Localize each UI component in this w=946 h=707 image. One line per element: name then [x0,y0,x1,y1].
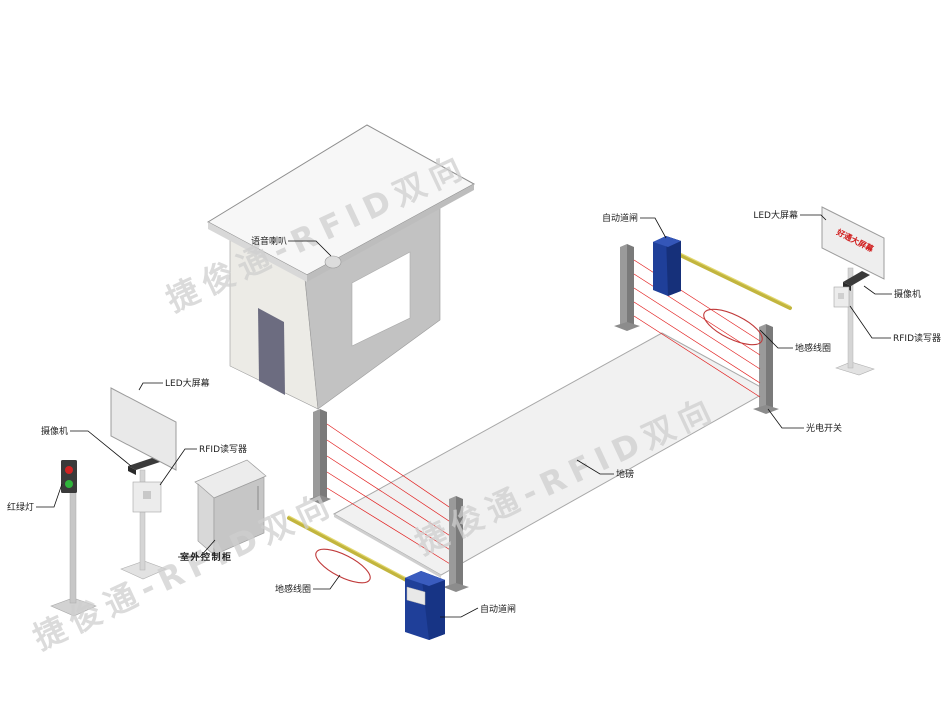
speaker-icon [324,255,342,269]
photoelectric-post-right [753,324,779,414]
label-rfid-reader-left: RFID读写器 [199,443,247,455]
outdoor-control-cabinet [194,459,267,556]
label-barrier-gate-bottom: 自动道闸 [480,603,516,615]
label-ground-loop-bottom: 地感线圈 [275,583,311,595]
camera-left [128,458,160,475]
label-barrier-gate-top: 自动道闸 [602,212,638,224]
kiosk-right: 好通大屏幕 [821,206,885,376]
label-led-screen-left: LED大屏幕 [165,377,210,389]
label-voice-speaker: 语音喇叭 [251,235,287,247]
traffic-light [50,460,97,617]
label-outdoor-cabinet: 室外控制柜 [180,551,233,563]
label-led-screen-right: LED大屏幕 [753,209,798,221]
rfid-reader-left [132,481,162,513]
led-screen-right: 好通大屏幕 [821,206,885,280]
guard-house-window [351,251,411,347]
label-camera-right: 摄像机 [894,288,921,300]
label-weighbridge: 地磅 [616,468,634,480]
guard-house [206,124,476,410]
photoelectric-post-house [309,409,331,504]
green-light-icon [65,480,73,488]
kiosk-left [110,387,177,580]
guard-house-door [258,308,285,395]
red-light-icon [65,466,73,474]
led-screen-left [110,387,177,471]
label-photoelectric-switch: 光电开关 [806,422,842,434]
label-ground-loop-top: 地感线圈 [795,342,831,354]
label-traffic-light: 红绿灯 [7,501,34,513]
ground-loop-top [703,308,763,346]
rfid-reader-right [833,286,850,308]
ground-loop-bottom [315,548,371,584]
label-rfid-reader-right: RFID读写器 [893,332,941,344]
weighbridge-platform [332,332,770,578]
label-camera-left: 摄像机 [41,425,68,437]
barrier-gate-bottom [287,496,469,640]
light-beams-left [326,423,456,568]
photoelectric-post-top-left [614,244,640,331]
barrier-gate-top [653,236,792,310]
